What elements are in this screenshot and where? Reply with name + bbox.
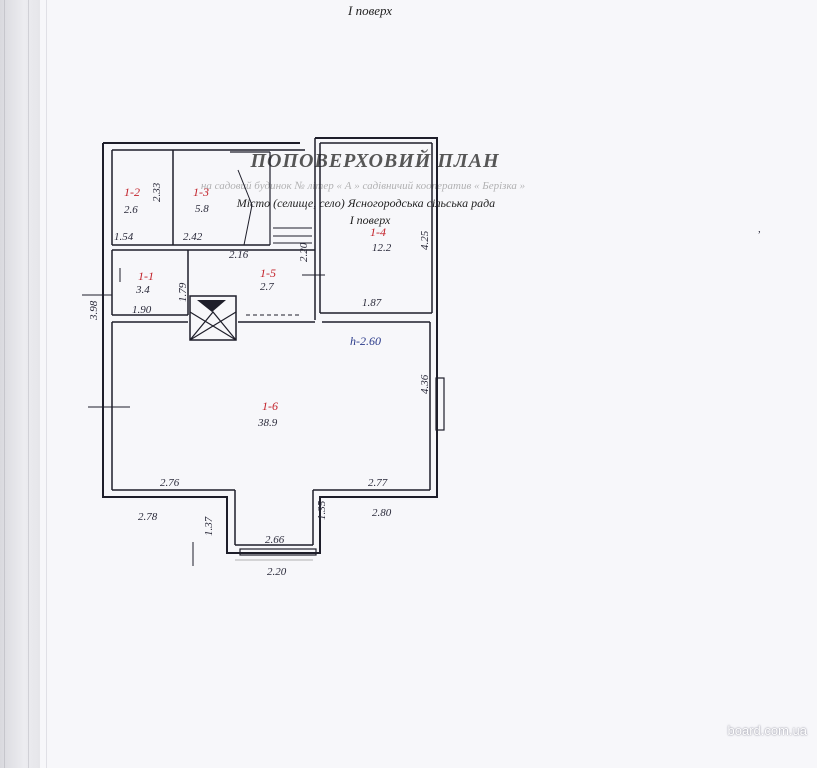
scan-edge-line — [28, 0, 29, 768]
scan-edge-line — [4, 0, 5, 768]
dimension-label: 2.20 — [298, 242, 310, 262]
margin-mark: , — [758, 223, 761, 235]
floor-label: I поверх — [349, 213, 391, 227]
room-area: 38.9 — [257, 417, 278, 429]
dimension-label: 4.25 — [419, 230, 431, 250]
dimension-label: 2.66 — [265, 534, 285, 546]
dimension-label: 1.54 — [114, 231, 134, 243]
room-area: 2.7 — [260, 281, 274, 293]
room-number: 1-1 — [138, 269, 154, 283]
dimension-label: 1.37 — [203, 516, 215, 536]
stove-symbol — [189, 311, 237, 341]
dimension-label: 1.90 — [132, 304, 152, 316]
document-page — [40, 0, 817, 768]
dimension-label: 1.79 — [177, 282, 189, 302]
top-floor-label: I поверх — [347, 3, 392, 18]
stove-hatch — [197, 300, 226, 312]
window — [435, 377, 445, 431]
dimension-label: 2.33 — [151, 182, 163, 202]
room-number: 1-6 — [262, 399, 278, 413]
room-number: 1-2 — [124, 185, 140, 199]
room-number: 1-3 — [193, 185, 209, 199]
stove-symbol — [189, 311, 237, 341]
room-area: 12.2 — [372, 242, 392, 254]
dimension-label: 2.76 — [160, 477, 180, 489]
ceiling-height: h-2.60 — [350, 334, 381, 348]
window — [239, 548, 317, 556]
room-number: 1-5 — [260, 266, 276, 280]
room-number: 1-4 — [370, 225, 386, 239]
dimension-label: 2.80 — [372, 507, 392, 519]
dimension-label: 2.78 — [138, 511, 158, 523]
dimension-label: 2.20 — [267, 566, 287, 578]
dimension-label: 3.98 — [88, 300, 100, 321]
dimension-label: 2.16 — [229, 249, 249, 261]
room-area: 2.6 — [124, 204, 138, 216]
dimension-label: 1.87 — [362, 297, 382, 309]
place-line: Місто (селище, село) Ясногородська сільс… — [236, 196, 496, 210]
ghost-subtitle: на садовий будинок № літер « А » садівни… — [200, 180, 526, 192]
room-area: 3.4 — [135, 284, 150, 296]
stair-break — [237, 169, 253, 246]
outer-wall — [102, 137, 438, 554]
dimension-label: 4.36 — [419, 374, 431, 394]
scan-edge — [0, 0, 40, 768]
watermark: board.com.ua — [727, 723, 808, 738]
stove — [189, 295, 237, 341]
page-fold — [46, 0, 47, 768]
dimension-label: 2.77 — [368, 477, 388, 489]
dimension-label: 1.35 — [316, 500, 328, 520]
dimension-label: 2.42 — [183, 231, 203, 243]
room-area: 5.8 — [195, 203, 209, 215]
